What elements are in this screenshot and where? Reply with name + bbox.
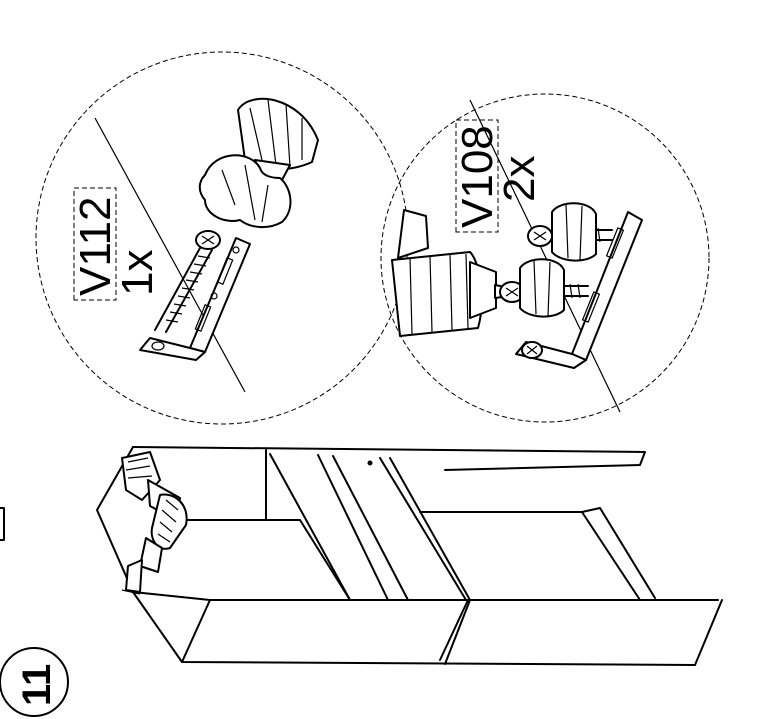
cabinet-assembly: [96, 446, 723, 666]
power-drill-icon: [121, 451, 188, 595]
bracket-v112-icon: [139, 237, 251, 361]
step-number-group: 11: [0, 647, 69, 717]
part-code-v112: V112: [71, 197, 120, 297]
part-code-v108: V108: [453, 125, 502, 228]
detail-circle-right: V108 2x: [380, 93, 710, 423]
drill-icon: [391, 209, 511, 337]
detail-circle-right-outline: [380, 93, 710, 423]
step-number: 11: [15, 664, 59, 706]
screw-v112-icon: [154, 230, 221, 333]
label-v112-box: [73, 187, 117, 301]
label-v112-group: V112 1x: [71, 187, 162, 301]
bracket-v108-icon: [515, 211, 643, 369]
wall-plug-right-icon: [519, 202, 597, 318]
label-v108-group: V108 2x: [453, 119, 544, 233]
quantity-v112: 1x: [113, 250, 162, 296]
panel-edge-line-right: [469, 99, 621, 413]
detail-circle-left: V112 1x: [35, 51, 409, 425]
edge-fragment: [0, 507, 5, 541]
label-v108-box: [455, 119, 499, 233]
wall-plug-icon: [198, 154, 292, 228]
quantity-v108: 2x: [495, 156, 544, 202]
step-number-circle: [0, 647, 69, 717]
panel-edge-line: [94, 117, 246, 393]
